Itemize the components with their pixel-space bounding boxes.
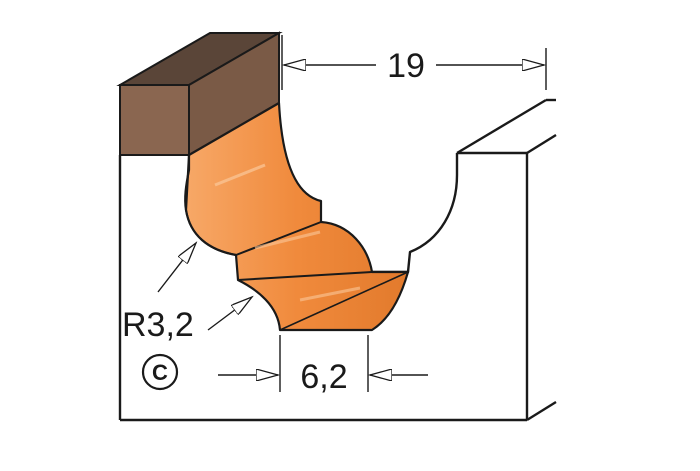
workpiece [118, 98, 557, 422]
radius-leaders: R3,2 [122, 243, 252, 344]
dimension-19: 19 [281, 35, 547, 90]
c-badge-letter: C [152, 360, 168, 385]
shank [116, 31, 283, 157]
radius-leader-upper [157, 243, 196, 293]
radius-label: R3,2 [122, 306, 194, 344]
workpiece-depth-bottom [526, 400, 557, 422]
workpiece-profile [372, 153, 459, 274]
shank-front-face [119, 84, 190, 156]
dim-6-2-label: 6,2 [300, 358, 347, 396]
radius-leader-lower [207, 297, 252, 331]
dimension-6-2: 6,2 [218, 335, 428, 396]
c-badge-circle [141, 353, 179, 391]
dim-19-label: 19 [387, 47, 425, 85]
cutter-body [184, 101, 410, 332]
cutter [184, 101, 410, 332]
c-badge: C [141, 353, 179, 391]
workpiece-depth-top [526, 133, 557, 155]
